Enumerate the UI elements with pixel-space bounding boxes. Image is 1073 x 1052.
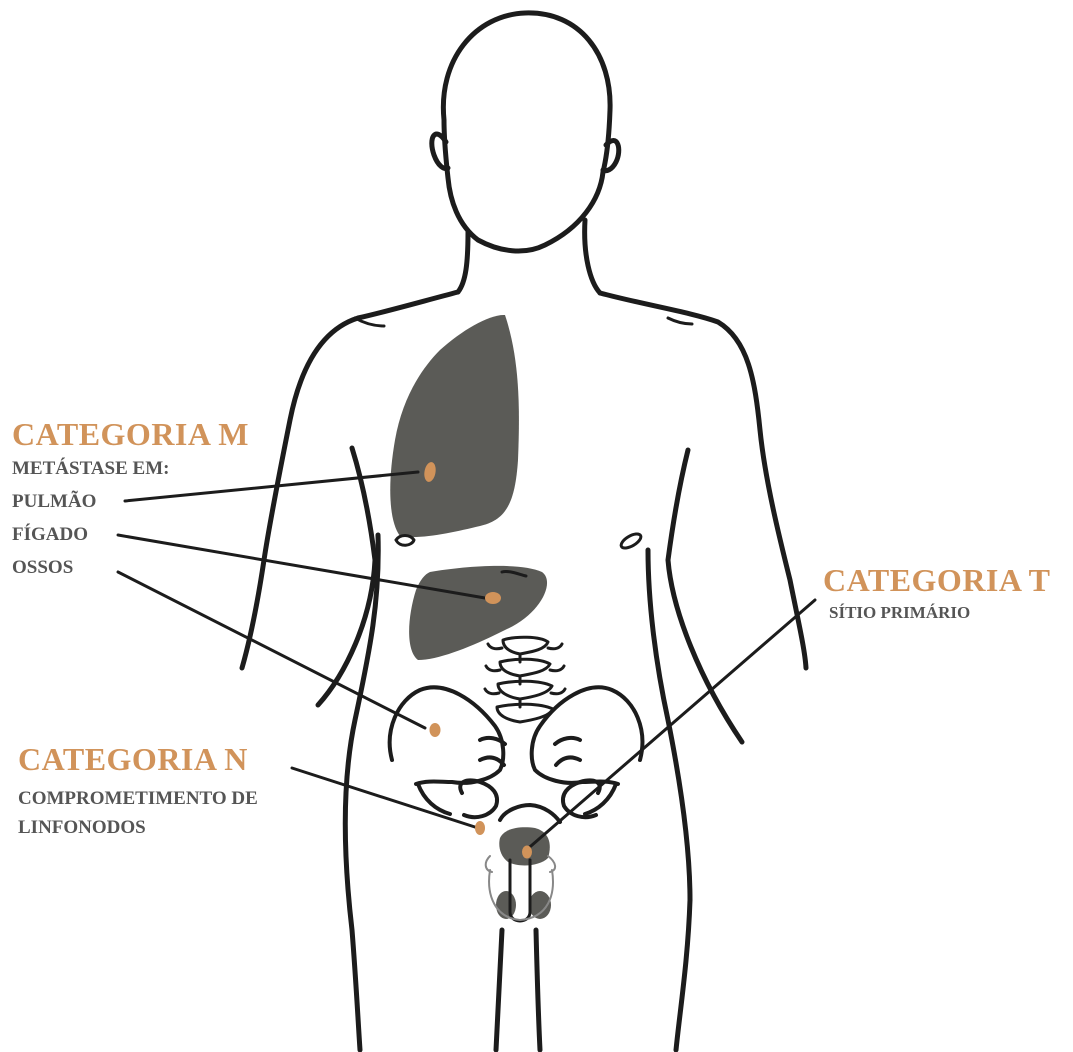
- right-inner-leg: [536, 930, 540, 1050]
- category-m-item-ossos: OSSOS: [12, 553, 73, 582]
- right-shoulder-arm: [600, 293, 806, 668]
- marker-lymph-node: [475, 821, 485, 835]
- left-inner-leg: [496, 930, 502, 1050]
- marker-primary: [522, 846, 532, 859]
- lung: [390, 315, 519, 537]
- category-m-title: CATEGORIA M: [12, 416, 249, 453]
- pointer-figado: [118, 535, 485, 598]
- category-m-item-figado: FÍGADO: [12, 520, 88, 549]
- category-n-line2: LINFONODOS: [18, 813, 146, 842]
- left-torso: [345, 535, 378, 1050]
- marker-liver: [485, 592, 501, 604]
- pelvis: [390, 687, 643, 822]
- category-m-item-pulmao: PULMÃO: [12, 487, 96, 516]
- neck-left: [458, 232, 468, 292]
- pointer-sitio-primario: [524, 600, 815, 852]
- pointer-linfonodos: [292, 768, 478, 828]
- category-m-subtitle: METÁSTASE EM:: [12, 454, 169, 483]
- marker-bone: [430, 723, 441, 737]
- category-t-title: CATEGORIA T: [823, 562, 1050, 599]
- collar-left: [355, 318, 384, 326]
- category-n-line1: COMPROMETIMENTO DE: [18, 784, 258, 813]
- collar-right: [668, 318, 692, 324]
- neck-right: [585, 220, 600, 293]
- liver: [409, 566, 547, 660]
- pointer-ossos: [118, 572, 425, 728]
- head-outline: [443, 13, 610, 251]
- category-n-title: CATEGORIA N: [18, 741, 248, 778]
- category-t-subtitle: SÍTIO PRIMÁRIO: [829, 598, 970, 627]
- genitals: [489, 860, 553, 921]
- right-inner-arm: [668, 450, 742, 742]
- right-nipple: [619, 531, 643, 551]
- lung-base-mark: [396, 536, 414, 546]
